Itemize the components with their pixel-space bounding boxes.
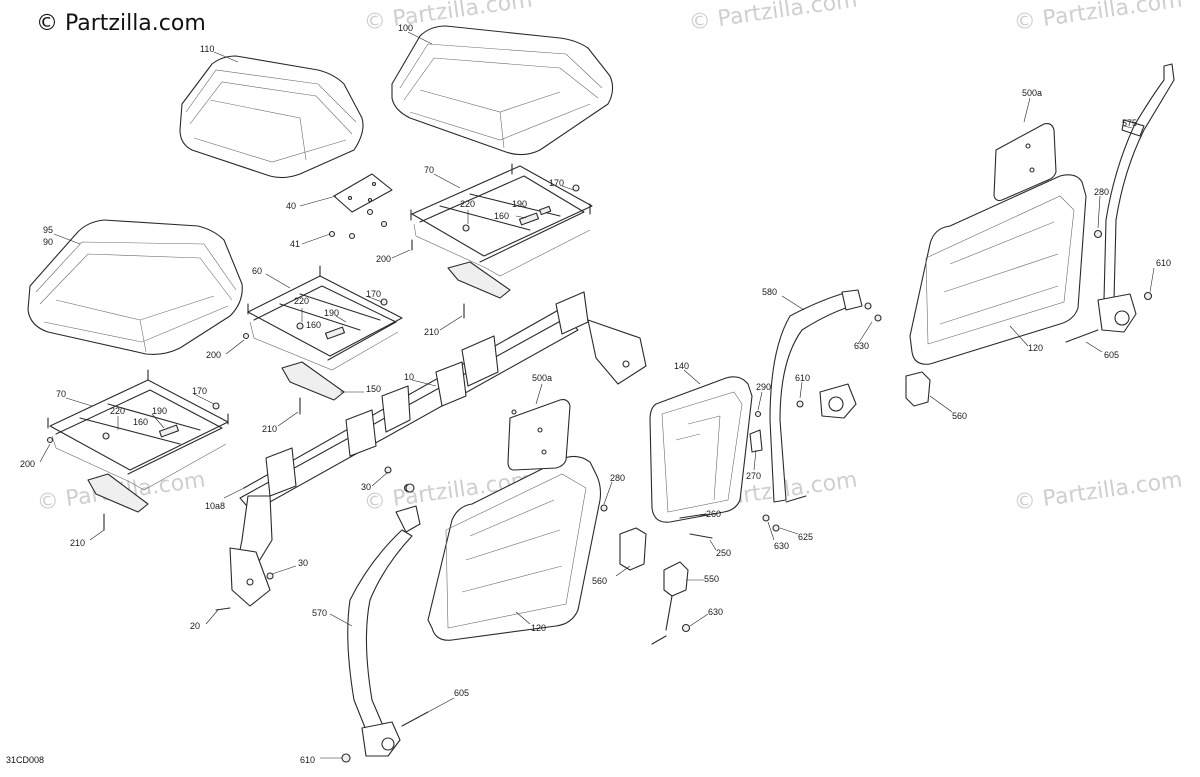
- callout-label: 160: [133, 417, 148, 427]
- callout-label: 210: [262, 424, 277, 434]
- callout-label: 500a: [532, 373, 552, 383]
- callout-label: 160: [306, 320, 321, 330]
- seat-cushion-100: [391, 25, 614, 156]
- callout-label: 610: [1156, 258, 1171, 268]
- callout-label: 160: [494, 211, 509, 221]
- callout-label: 190: [152, 406, 167, 416]
- callout-label: 630: [708, 607, 723, 617]
- callout-label: 610: [795, 373, 810, 383]
- console-140: [649, 376, 763, 523]
- watermark: © Partzilla.com: [1012, 0, 1184, 36]
- callout-label: 280: [1094, 187, 1109, 197]
- seat-back-120-center: [427, 399, 608, 641]
- leader-lines: [39, 31, 1155, 759]
- callout-label: 280: [610, 473, 625, 483]
- callout-label: 250: [716, 548, 731, 558]
- seat-rail-frame-70-top: [410, 163, 593, 277]
- callout-label: 270: [746, 471, 761, 481]
- callout-label: 100: [398, 23, 413, 33]
- seat-back-120-right: [909, 123, 1103, 365]
- buckle-560-center: [619, 527, 647, 571]
- callout-label: 95: [43, 225, 53, 235]
- callout-label: 210: [70, 538, 85, 548]
- callout-label: 260: [706, 509, 721, 519]
- callout-label: 220: [294, 296, 309, 306]
- seat-slider-210-left: [87, 473, 149, 531]
- callout-label: 550: [704, 574, 719, 584]
- watermark: © Partzilla.com: [1012, 468, 1184, 516]
- seat-belt-580: [762, 289, 882, 532]
- callout-label: 190: [324, 308, 339, 318]
- seat-belt-575: [1065, 63, 1175, 343]
- callout-label: 190: [512, 199, 527, 209]
- fasteners-260-250: [679, 513, 713, 539]
- callout-label: 605: [1104, 350, 1119, 360]
- callout-label: 210: [424, 327, 439, 337]
- callout-label: 170: [192, 386, 207, 396]
- callout-label: 605: [454, 688, 469, 698]
- callout-label: 170: [549, 178, 564, 188]
- callout-label: 560: [952, 411, 967, 421]
- callout-label: 40: [286, 201, 296, 211]
- watermark-top-left: © Partzilla.com: [36, 11, 206, 36]
- watermark: © Partzilla.com: [687, 0, 859, 36]
- callout-label: 500a: [1022, 88, 1042, 98]
- callout-label: 200: [20, 459, 35, 469]
- callout-label: 10: [404, 372, 414, 382]
- seat-cushion-110: [179, 55, 364, 179]
- callout-label: 200: [376, 254, 391, 264]
- callout-label: 610: [300, 755, 315, 765]
- callout-label: 70: [56, 389, 66, 399]
- seat-belt-570: [341, 483, 429, 763]
- callout-label: 150: [366, 384, 381, 394]
- buckle-550: [651, 561, 691, 645]
- callout-label: 220: [460, 199, 475, 209]
- callout-label: 120: [1028, 343, 1043, 353]
- seat-slider-150: [281, 361, 345, 415]
- callout-label: 20: [190, 621, 200, 631]
- callout-label: 120: [531, 623, 546, 633]
- callout-labels: 110 100 95 90 40 41 70 170 220 190 160 2…: [20, 23, 1171, 765]
- seat-cushion-95: [27, 219, 243, 355]
- buckle-560-right: [905, 371, 931, 407]
- callout-label: 170: [366, 289, 381, 299]
- seat-slider-210-top: [447, 261, 511, 319]
- callout-label: 110: [200, 44, 214, 54]
- callout-label: 200: [206, 350, 221, 360]
- seat-rail-frame-60: [242, 265, 403, 371]
- callout-label: 220: [110, 406, 125, 416]
- callout-label: 290: [756, 382, 771, 392]
- callout-label: 575: [1122, 118, 1137, 128]
- callout-label: 70: [424, 165, 434, 175]
- callout-label: 570: [312, 608, 327, 618]
- callout-label: 630: [774, 541, 789, 551]
- callout-label: 30: [361, 482, 371, 492]
- callout-label: 60: [252, 266, 262, 276]
- seat-rail-frame-70-left: [46, 369, 229, 491]
- callout-label: 140: [674, 361, 689, 371]
- figure-code: 31CD008: [6, 755, 44, 765]
- callout-label: 90: [43, 237, 53, 247]
- callout-label: 30: [298, 558, 308, 568]
- callout-label: 41: [290, 239, 300, 249]
- callout-label: 10a8: [205, 501, 225, 511]
- seat-frame-10: [215, 291, 647, 611]
- cover-plate-40: [328, 173, 393, 240]
- callout-label: 630: [854, 341, 869, 351]
- callout-label: 580: [762, 287, 777, 297]
- callout-label: 625: [798, 532, 813, 542]
- callout-label: 560: [592, 576, 607, 586]
